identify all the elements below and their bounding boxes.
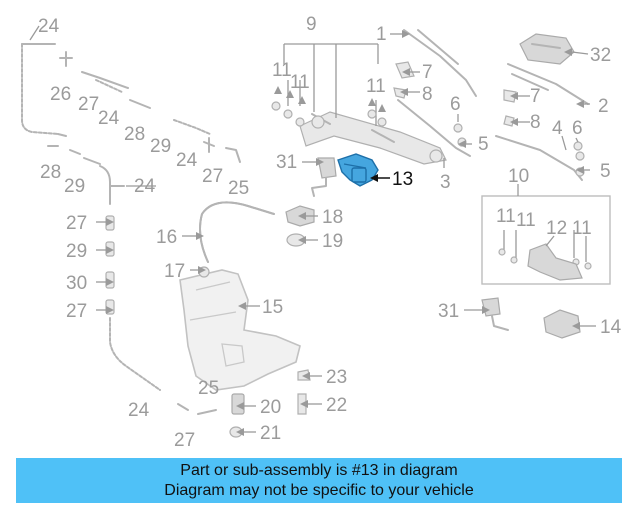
callout-8: 8 <box>530 112 541 133</box>
callout-8: 8 <box>422 84 433 105</box>
callout-3: 3 <box>440 172 451 193</box>
pump-31-upper <box>311 157 337 197</box>
part-14 <box>543 309 581 339</box>
callout-7: 7 <box>422 62 433 83</box>
callout-5: 5 <box>600 161 611 182</box>
callout-29: 29 <box>66 241 87 262</box>
callout-27: 27 <box>66 213 87 234</box>
callout-27: 27 <box>78 94 99 115</box>
callout-24: 24 <box>128 400 150 421</box>
callout-17: 17 <box>164 261 185 282</box>
highlighted-part-13[interactable] <box>337 153 379 187</box>
callout-5: 5 <box>478 134 489 155</box>
callout-29: 29 <box>150 136 171 157</box>
callout-6: 6 <box>450 94 461 115</box>
wiper-linkage <box>299 111 447 165</box>
callout-11: 11 <box>572 218 592 239</box>
callout-14: 14 <box>600 317 622 338</box>
callout-25: 25 <box>228 178 249 199</box>
banner-line-2: Diagram may not be specific to your vehi… <box>164 482 474 499</box>
callout-22: 22 <box>326 395 347 416</box>
wiper-arm-1 <box>403 29 477 97</box>
callout-24: 24 <box>38 16 60 37</box>
callout-11: 11 <box>516 210 536 231</box>
callout-11: 11 <box>366 76 386 97</box>
reservoir-15 <box>179 266 301 391</box>
callout-4: 4 <box>552 118 563 139</box>
callout-2: 2 <box>598 96 609 117</box>
callout-11: 11 <box>290 72 310 93</box>
callout-27: 27 <box>174 430 195 451</box>
callout-11: 11 <box>272 60 292 81</box>
callout-13-highlighted: 13 <box>392 169 413 190</box>
callout-6: 6 <box>572 118 583 139</box>
callout-27: 27 <box>202 166 223 187</box>
callout-32: 32 <box>590 45 611 66</box>
callout-12: 12 <box>546 218 567 239</box>
bolts-11 <box>271 101 387 127</box>
callout-11: 11 <box>496 206 516 227</box>
callout-9: 9 <box>306 14 317 35</box>
callout-27: 27 <box>66 301 87 322</box>
callout-26: 26 <box>50 84 71 105</box>
callout-10: 10 <box>508 166 529 187</box>
callout-31: 31 <box>276 152 297 173</box>
callout-28: 28 <box>40 162 61 183</box>
info-banner: Part or sub-assembly is #13 in diagram D… <box>16 458 622 503</box>
assembly-box-10 <box>481 184 611 285</box>
arrowheads <box>106 30 584 436</box>
pump-31-lower <box>481 297 509 331</box>
leader-13 <box>370 174 390 182</box>
leader-lines <box>29 25 596 433</box>
wiper-arm-2 <box>507 63 589 105</box>
callout-18: 18 <box>322 207 343 228</box>
callout-25: 25 <box>198 378 219 399</box>
callout-24: 24 <box>98 108 120 129</box>
callout-21: 21 <box>260 423 281 444</box>
wiper-arm-3 <box>397 99 471 157</box>
callout-15: 15 <box>262 297 283 318</box>
callout-29: 29 <box>64 176 85 197</box>
callout-labels: 24 26 27 24 28 29 24 28 29 27 25 24 27 2… <box>38 14 622 451</box>
washer-hose-assembly <box>21 43 241 205</box>
banner-line-1: Part or sub-assembly is #13 in diagram <box>180 462 458 479</box>
callout-19: 19 <box>322 231 343 252</box>
callout-28: 28 <box>124 124 145 145</box>
callout-20: 20 <box>260 397 281 418</box>
callout-7: 7 <box>530 86 541 107</box>
callout-23: 23 <box>326 367 347 388</box>
callout-24: 24 <box>134 176 156 197</box>
cover-32 <box>519 33 575 65</box>
callout-16: 16 <box>156 227 177 248</box>
callout-30: 30 <box>66 273 87 294</box>
callout-24: 24 <box>176 150 198 171</box>
filler-neck-16 <box>199 201 275 263</box>
connector-25-lower <box>197 409 217 415</box>
callout-31: 31 <box>438 301 459 322</box>
callout-1: 1 <box>376 24 387 45</box>
